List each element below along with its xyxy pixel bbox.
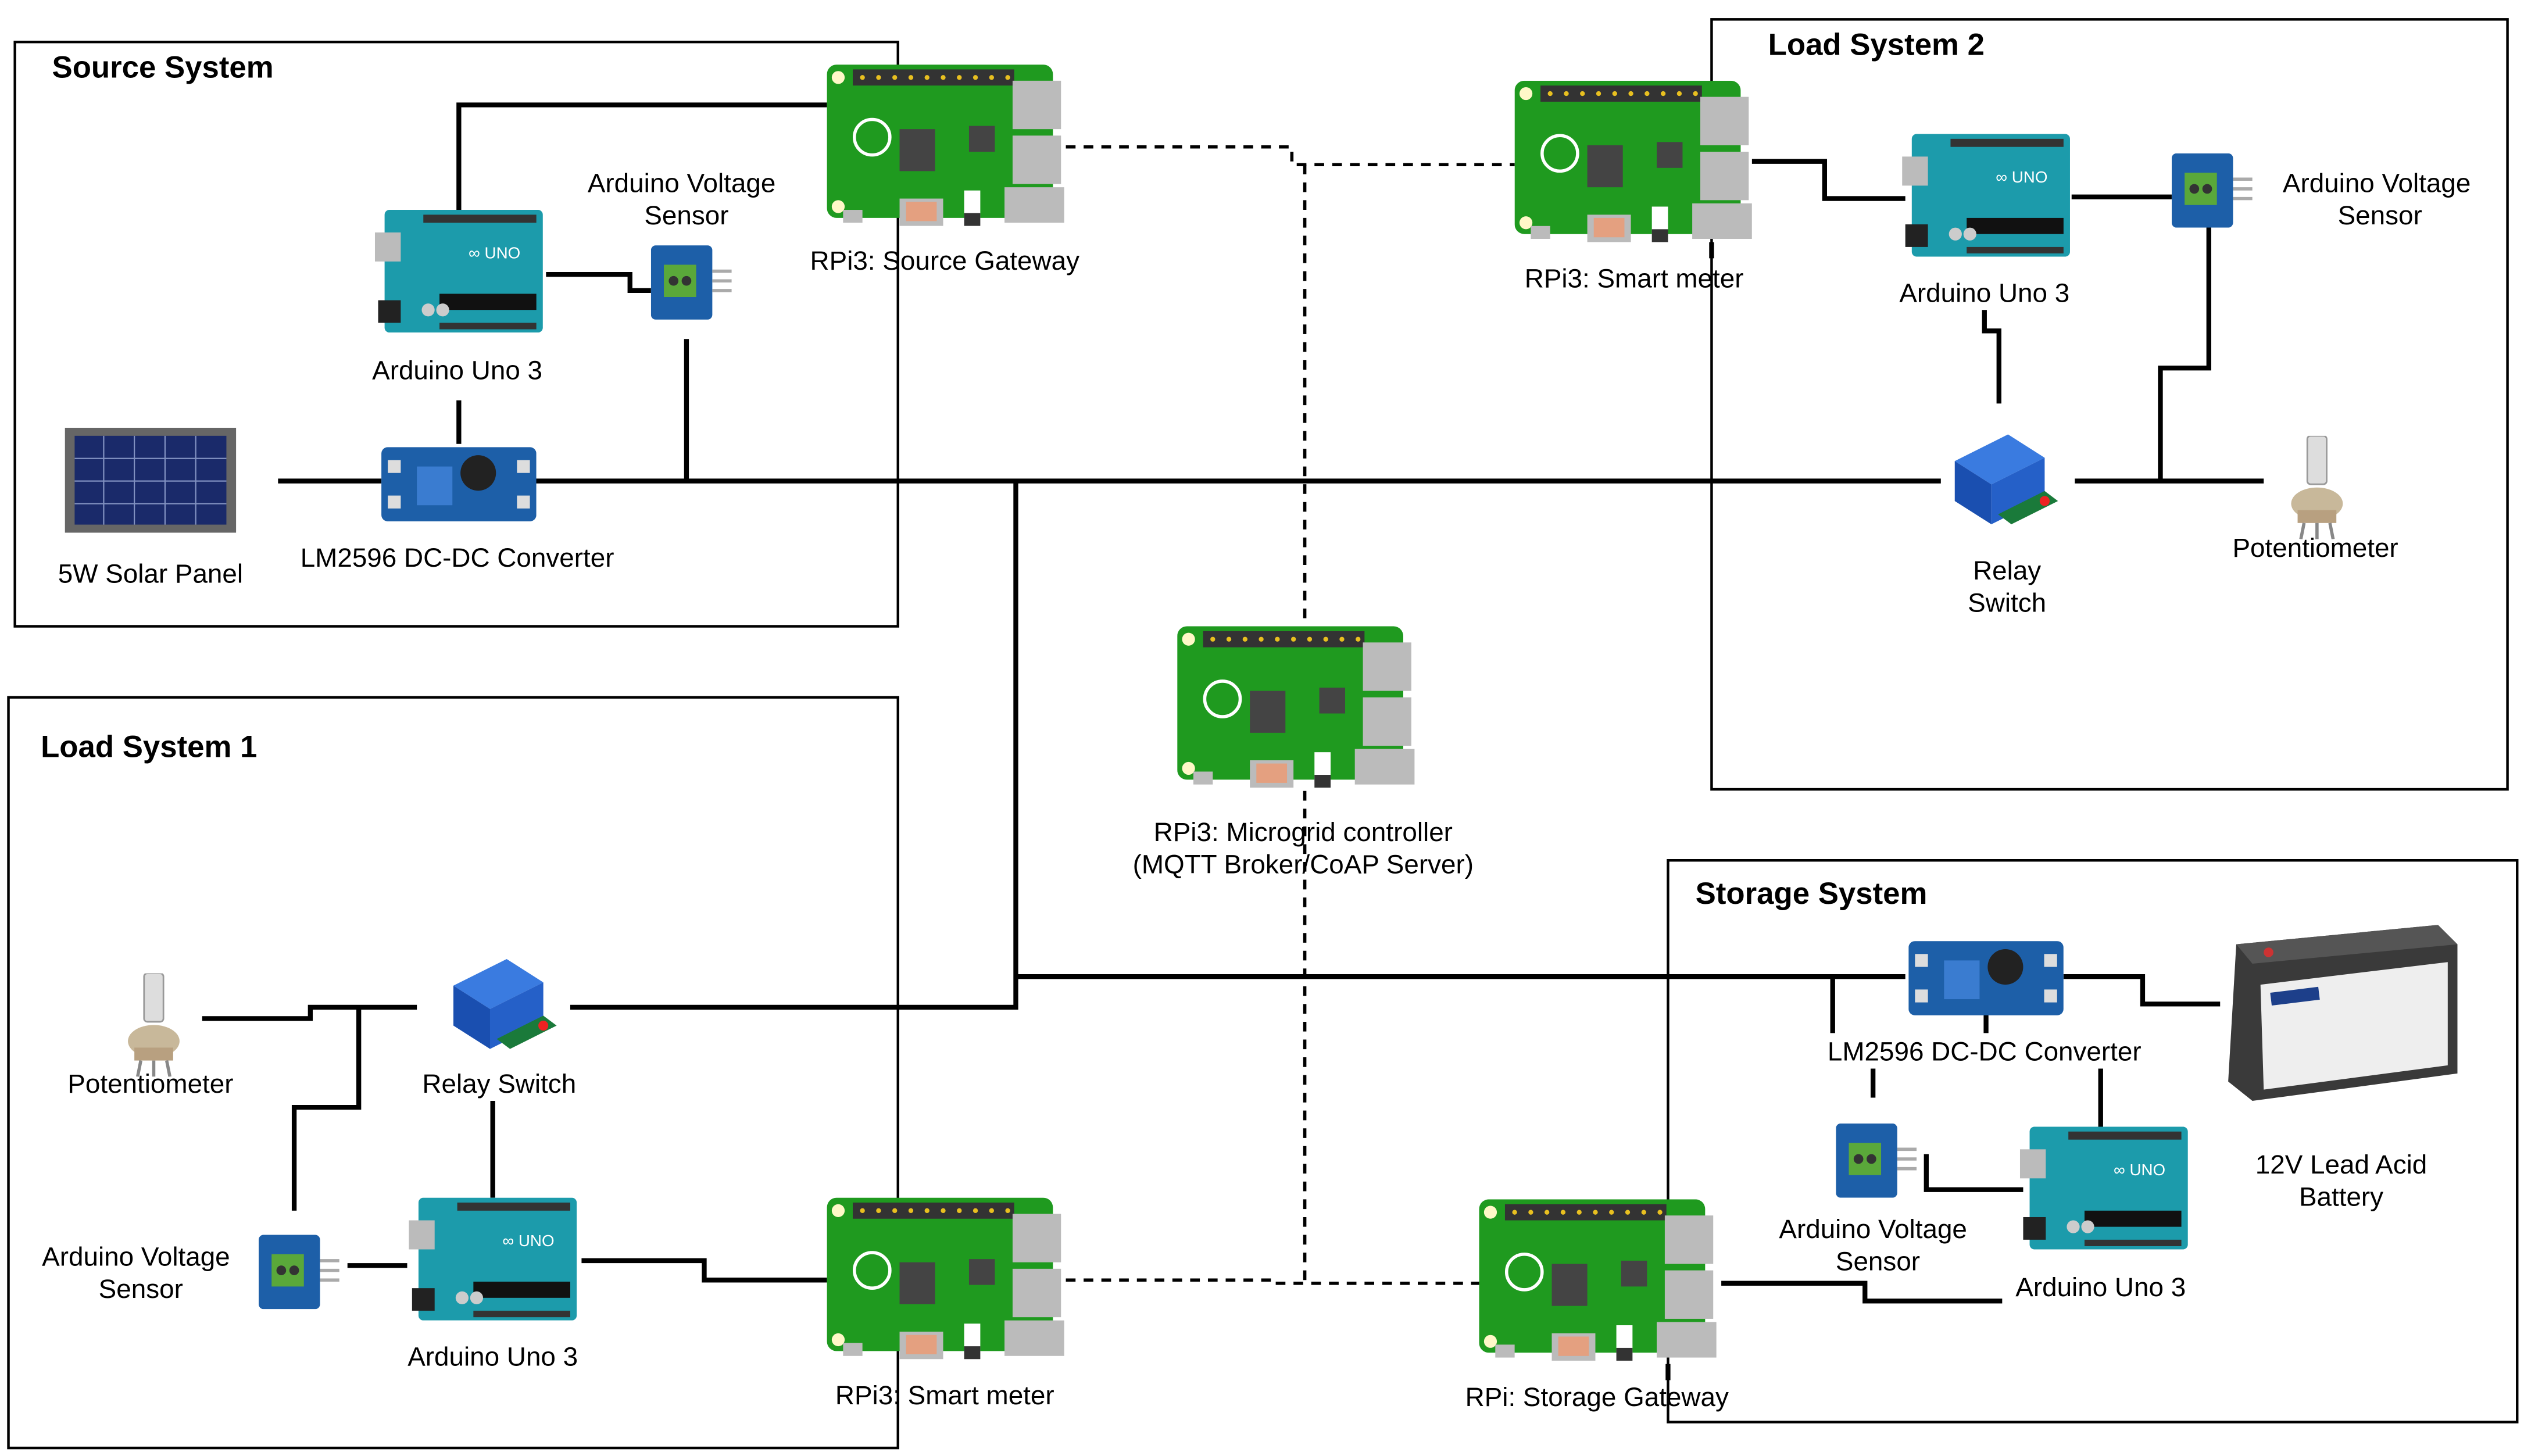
arduino-storage [2019, 1126, 2188, 1250]
solar-label: 5W Solar Panel [58, 559, 243, 589]
voltage-sensor-load2 [2172, 153, 2253, 228]
potentiometer-load2 [2291, 436, 2343, 539]
voltage-sensor-label: Sensor [1836, 1247, 1920, 1276]
arduino-load2 [1902, 134, 2070, 257]
voltage-sensor-label: Sensor [99, 1274, 183, 1304]
source-system-section: Source System [13, 40, 899, 628]
voltage-sensor-storage [1836, 1124, 1917, 1198]
battery-label: Battery [2299, 1182, 2383, 1212]
controller-label: (MQTT Broker/CoAP Server) [1133, 849, 1474, 879]
converter-label: LM2596 DC-DC Converter [1828, 1037, 2142, 1067]
voltage-sensor-label: Arduino Voltage [588, 168, 775, 198]
solar-panel [65, 427, 237, 533]
voltage-sensor-load1 [259, 1235, 339, 1310]
potentiometer-label: Potentiometer [67, 1069, 233, 1099]
section-title: Load System 2 [1768, 27, 1985, 62]
rpi-source-gateway [827, 65, 1064, 226]
storage-system-section: Storage System [1667, 859, 2519, 1423]
gateway-label: RPi: Storage Gateway [1465, 1382, 1729, 1412]
load-system-1-section: Load System 1 [7, 696, 899, 1450]
voltage-sensor-label: Sensor [644, 201, 728, 230]
rpi-storage-gateway [1479, 1199, 1717, 1361]
relay-switch-load1 [453, 958, 557, 1049]
relay-label: Switch [1968, 588, 2046, 618]
voltage-sensor-label: Arduino Voltage [2283, 168, 2471, 198]
rpi-microgrid-controller [1177, 627, 1414, 788]
smart-meter-label: RPi3: Smart meter [1525, 263, 1744, 293]
section-title: Storage System [1696, 877, 1928, 911]
load-system-2-section: Load System 2 [1710, 18, 2509, 791]
relay-switch-load2 [1954, 434, 2058, 525]
power-wires [202, 102, 2264, 1380]
smart-meter-label: RPi3: Smart meter [835, 1380, 1054, 1410]
arduino-label: Arduino Uno 3 [1899, 278, 2069, 307]
relay-label: Relay [1973, 556, 2041, 585]
rpi-smart-meter-2 [1515, 81, 1752, 242]
battery-label: 12V Lead Acid [2255, 1150, 2427, 1179]
voltage-sensor-label: Arduino Voltage [42, 1242, 230, 1271]
arduino-source [374, 210, 543, 333]
rpi-smart-meter-1 [827, 1198, 1064, 1360]
arduino-label: Arduino Uno 3 [372, 356, 542, 385]
controller-label: RPi3: Microgrid controller [1154, 817, 1453, 847]
section-title: Load System 1 [41, 729, 257, 764]
converter-source [381, 447, 537, 522]
gateway-label: RPi3: Source Gateway [810, 246, 1080, 276]
relay-label: Relay Switch [422, 1069, 576, 1099]
voltage-sensor-source [651, 245, 732, 320]
converter-label: LM2596 DC-DC Converter [301, 543, 614, 573]
voltage-sensor-label: Sensor [2338, 201, 2422, 230]
section-title: Source System [52, 50, 274, 84]
arduino-label: Arduino Uno 3 [2015, 1272, 2186, 1302]
converter-storage [1908, 941, 2064, 1015]
lead-acid-battery [2228, 925, 2458, 1101]
voltage-sensor-label: Arduino Voltage [1779, 1214, 1967, 1244]
arduino-load1 [409, 1197, 577, 1321]
potentiometer-load1 [128, 974, 180, 1077]
arduino-label: Arduino Uno 3 [407, 1341, 578, 1371]
potentiometer-label: Potentiometer [2232, 533, 2398, 563]
